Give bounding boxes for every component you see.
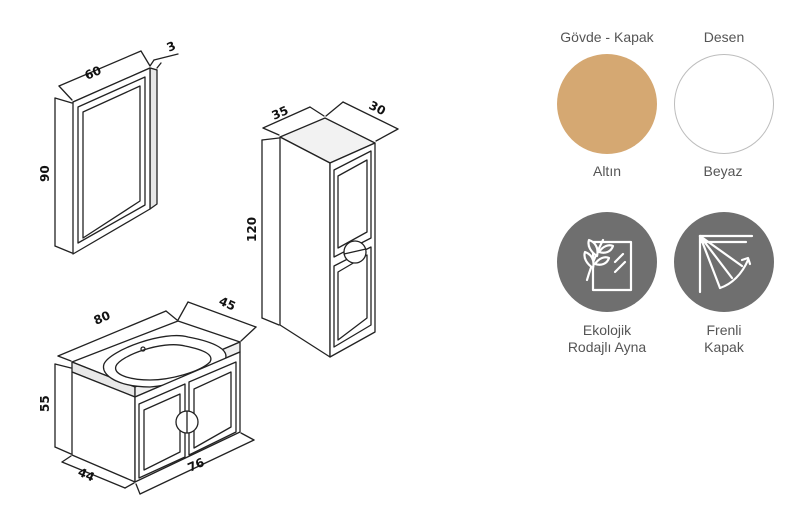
vanity-width-label: 80 [92, 308, 113, 328]
eco-mirror-label-line2: Rodajlı Ayna [567, 339, 647, 355]
soft-close-badge [674, 212, 774, 312]
vanity-depth-label: 45 [217, 294, 238, 314]
soft-close-door-icon [698, 234, 754, 294]
pattern-color-swatch [674, 54, 774, 154]
soft-close-label-line1: Frenli [706, 322, 742, 338]
mirror-depth-label: 3 [165, 39, 178, 55]
pattern-color-name: Beyaz [703, 163, 743, 179]
mirror-width-label: 60 [83, 63, 104, 83]
mirror-height-label: 90 [38, 165, 52, 182]
vanity-drawing [54, 301, 257, 495]
mirror-drawing [54, 50, 179, 255]
vanity-base-width-label: 76 [186, 455, 207, 475]
body-finish-header: Gövde - Kapak [560, 29, 654, 45]
soft-close-label-line2: Kapak [704, 339, 744, 355]
body-color-name: Altın [592, 163, 621, 179]
tall-cabinet-drawing [261, 101, 399, 358]
body-color-swatch [557, 54, 657, 154]
eco-mirror-label-line1: Ekolojik [582, 322, 632, 338]
cabinet-depth-label: 30 [367, 98, 388, 118]
pattern-finish-header: Desen [703, 29, 745, 45]
vanity-base-depth-label: 44 [76, 465, 97, 485]
cabinet-width-label: 35 [270, 103, 291, 123]
soft-close-label: Frenli Kapak [674, 322, 774, 356]
eco-mirror-label: Ekolojik Rodajlı Ayna [541, 322, 673, 356]
vanity-height-label: 55 [38, 395, 52, 412]
eco-mirror-badge [557, 212, 657, 312]
cabinet-height-label: 120 [245, 217, 259, 242]
leaf-mirror-icon [583, 238, 633, 292]
